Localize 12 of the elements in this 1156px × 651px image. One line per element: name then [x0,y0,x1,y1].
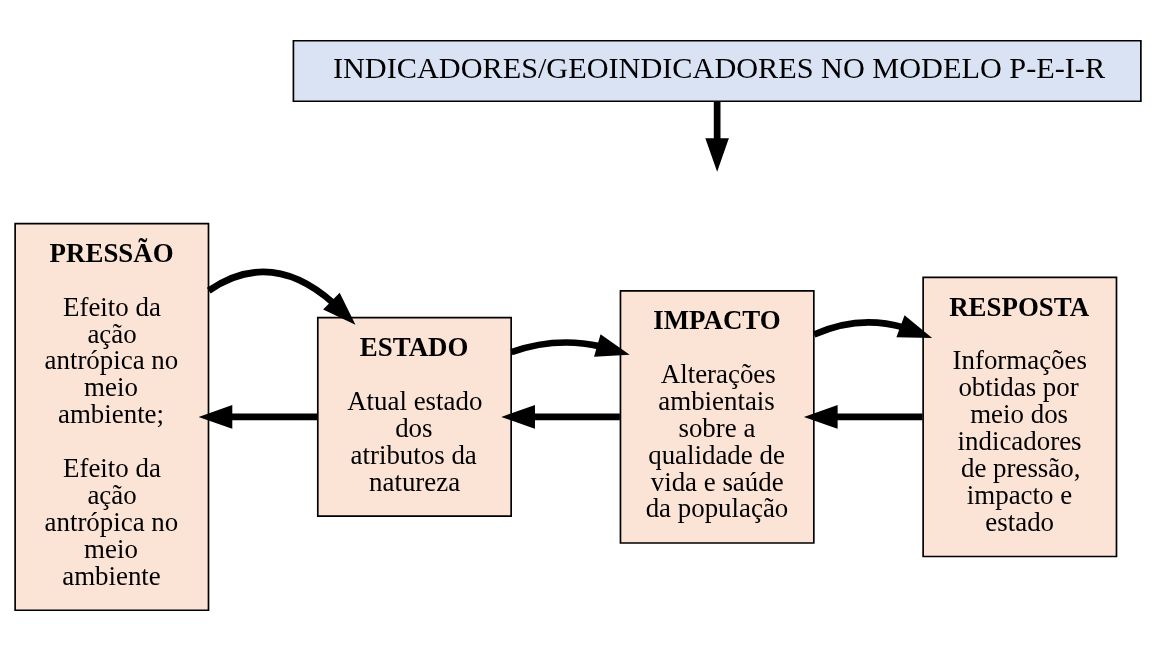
node-box: PRESSÃO Efeito da ação antrópica no meio ambiente; Efeito da ação antrópica no meio ambiente [14,222,210,612]
arrow [705,101,729,172]
arrow [803,405,923,429]
arrow [812,315,933,338]
node-box: INDICADORES/GEOINDICADORES NO MODELO P-E-I-R [292,39,1142,103]
arrow [207,268,356,325]
arrow [510,334,630,357]
arrow [501,405,620,429]
node-box: ESTADO Atual estado dos atributos da natureza [316,316,512,517]
arrow [198,405,318,429]
node-box: IMPACTO Alterações ambientais sobre a qualidade de vida e saúde da população [619,289,815,544]
node-box: RESPOSTA Informações obtidas por meio dos indicadores de pressão, impacto e estado [922,276,1118,558]
